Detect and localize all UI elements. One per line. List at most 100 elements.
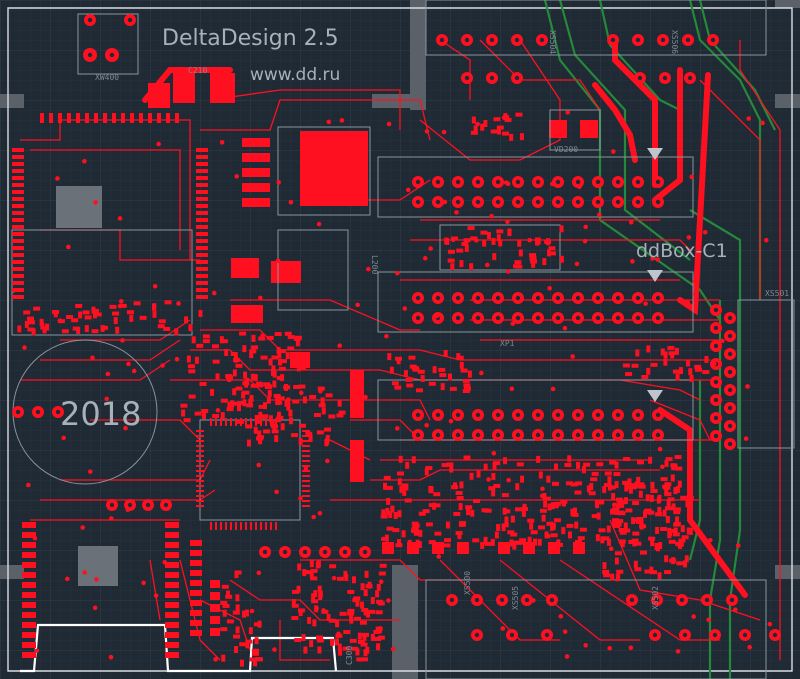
smd-pad xyxy=(634,541,642,546)
smd-pad xyxy=(191,336,196,344)
smd-pad xyxy=(396,471,404,476)
via xyxy=(655,257,660,262)
smd-pad xyxy=(537,538,542,546)
smd-pad xyxy=(396,357,401,365)
smd-pad xyxy=(23,310,31,315)
smd-pad xyxy=(461,242,469,247)
smd-pad xyxy=(277,396,285,401)
via xyxy=(314,605,319,611)
smd-pad xyxy=(378,571,386,576)
smd-pad xyxy=(529,522,534,530)
smd-pad xyxy=(165,562,179,568)
smd-pad xyxy=(683,560,688,568)
via xyxy=(746,116,751,121)
smd-pad xyxy=(505,115,510,123)
smd-pad xyxy=(380,514,388,519)
smd-pad xyxy=(417,369,425,374)
smd-pad xyxy=(360,601,365,609)
smd-pad xyxy=(148,113,152,123)
smd-pad xyxy=(567,455,572,463)
refdes-xs505: XS505 xyxy=(511,586,520,610)
smd-pad xyxy=(244,609,249,617)
smd-pad xyxy=(12,239,24,243)
smd-pad xyxy=(632,531,640,536)
smd-pad xyxy=(275,522,277,530)
smd-pad xyxy=(507,229,512,237)
smd-pad xyxy=(360,642,368,647)
smd-pad xyxy=(628,539,636,544)
smd-pad xyxy=(688,527,693,535)
smd-pad xyxy=(245,641,250,649)
via xyxy=(702,229,708,235)
smd-pad xyxy=(616,569,624,574)
smd-pad xyxy=(22,632,36,638)
via xyxy=(211,290,217,296)
smd-pad xyxy=(336,576,344,581)
smd-pad xyxy=(234,646,239,654)
smd-pad xyxy=(441,463,449,468)
smd-pad xyxy=(399,485,404,493)
smd-pad xyxy=(164,300,172,305)
smd-pad xyxy=(538,525,546,530)
smd-pad xyxy=(26,316,34,321)
smd-pad xyxy=(335,638,340,646)
smd-pad xyxy=(387,353,392,361)
smd-pad xyxy=(460,368,468,373)
smd-pad xyxy=(113,317,118,325)
smd-pad xyxy=(188,324,193,332)
smd-pad xyxy=(251,373,256,381)
smd-pad xyxy=(196,267,208,271)
smd-pad xyxy=(670,351,675,359)
smd-pad xyxy=(673,522,681,527)
via xyxy=(439,314,444,320)
smd-pad xyxy=(444,538,452,543)
smd-pad xyxy=(253,374,258,382)
smd-pad xyxy=(310,568,318,573)
smd-pad xyxy=(542,492,547,500)
smd-pad xyxy=(196,440,204,442)
smd-pad xyxy=(133,301,141,306)
smd-pad xyxy=(295,339,300,347)
year-text: 2018 xyxy=(60,395,141,433)
smd-pad xyxy=(428,381,436,386)
smd-pad xyxy=(491,237,496,245)
smd-pad xyxy=(316,560,321,568)
via xyxy=(94,577,99,582)
smd-pad xyxy=(196,430,204,432)
smd-pad xyxy=(433,503,441,508)
smd-pad xyxy=(561,527,566,535)
smd-pad xyxy=(660,348,665,356)
smd-pad xyxy=(52,309,60,314)
smd-pad xyxy=(404,498,412,503)
via xyxy=(562,629,568,634)
board-url-text: www.dd.ru xyxy=(250,65,340,85)
smd-pad xyxy=(258,411,263,419)
via xyxy=(583,643,588,648)
smd-pad xyxy=(675,466,683,471)
smd-pad xyxy=(12,169,24,173)
smd-pad xyxy=(284,331,292,336)
smd-pad xyxy=(165,642,179,648)
smd-pad xyxy=(196,470,204,472)
smd-pad xyxy=(662,509,667,517)
smd-pad xyxy=(186,355,191,363)
smd-pad xyxy=(671,503,676,511)
smd-pad xyxy=(227,401,232,409)
smd-pad xyxy=(309,570,314,578)
smd-pad xyxy=(363,589,368,597)
smd-pad xyxy=(190,560,202,566)
via xyxy=(686,235,692,240)
smd-pad xyxy=(363,649,368,657)
refdes-xp1: XP1 xyxy=(500,339,515,348)
via xyxy=(436,554,442,559)
smd-pad xyxy=(276,415,284,420)
via xyxy=(479,370,484,376)
smd-pad xyxy=(251,648,256,656)
via xyxy=(424,422,429,428)
smd-pad xyxy=(610,573,615,581)
smd-pad xyxy=(560,499,568,504)
smd-pad xyxy=(440,383,445,391)
smd-pad xyxy=(674,455,682,460)
